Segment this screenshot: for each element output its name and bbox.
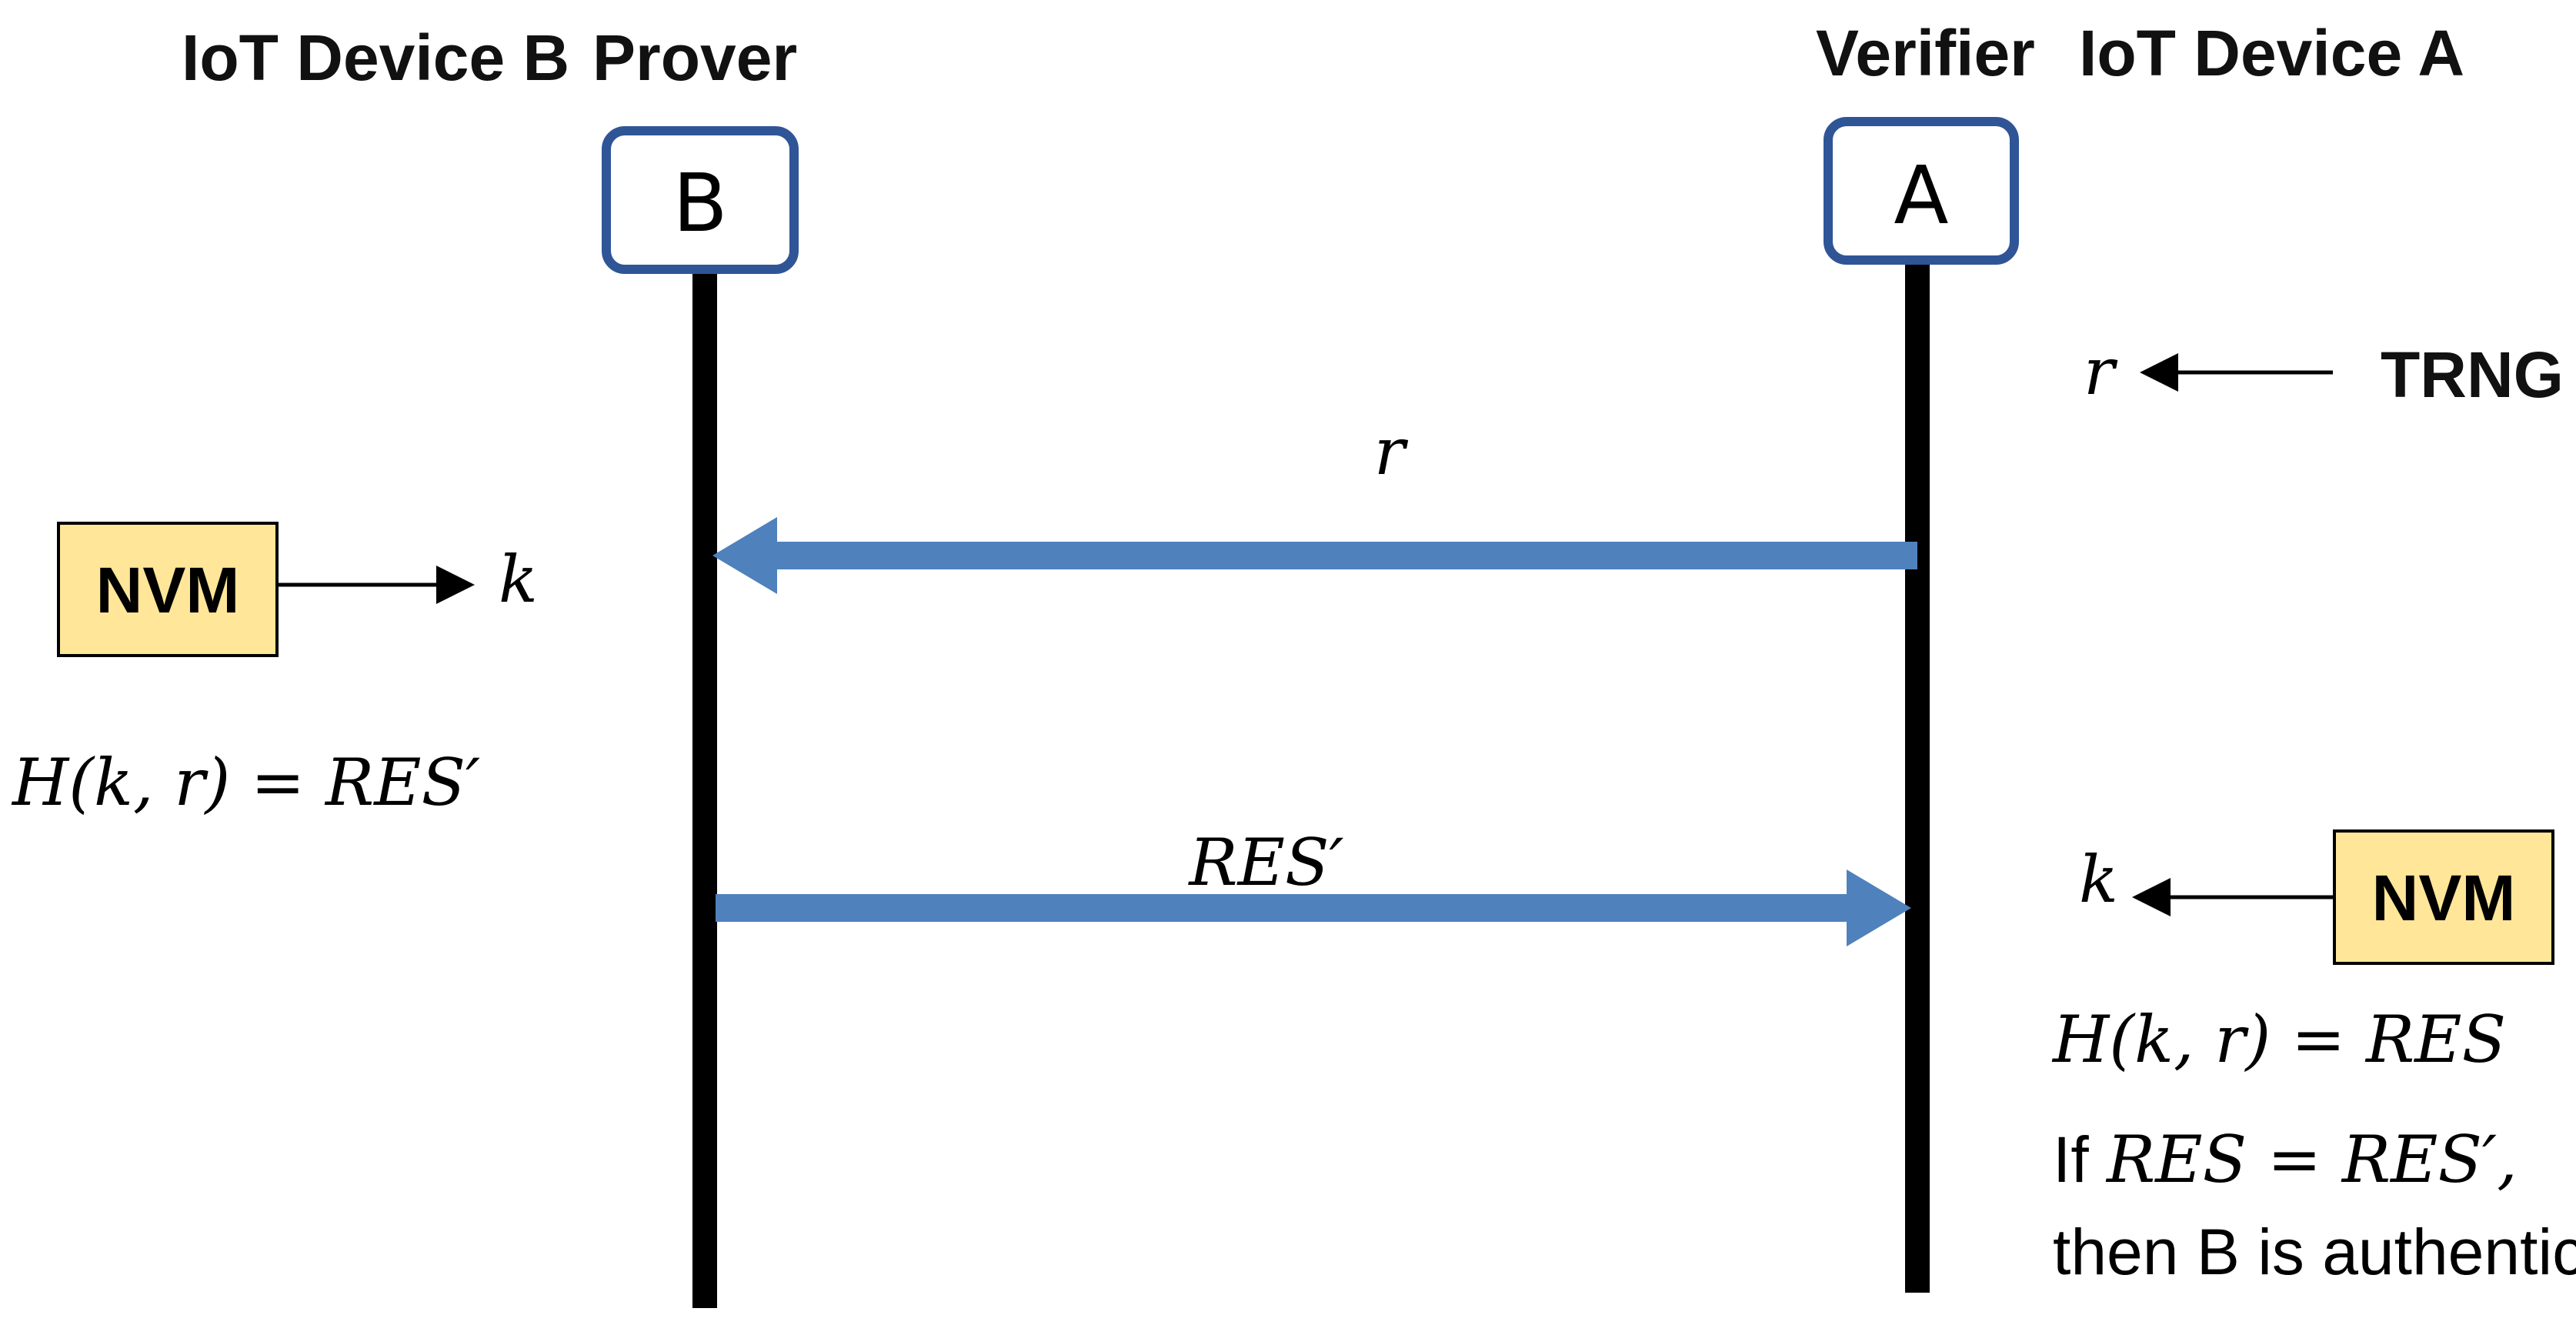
response-label: RES′ [1187, 825, 1343, 900]
challenge-arrow-head [712, 517, 777, 594]
right-nvm-box [2333, 829, 2554, 965]
node-a-label: A [1894, 149, 1948, 242]
device-b-header: IoT Device B [182, 22, 569, 94]
left-nvm-label: NVM [96, 554, 240, 626]
verifier-check-condition: RES = RES′, [2105, 1122, 2518, 1197]
device-a-header: IoT Device A [2079, 17, 2464, 89]
challenge-message: r [712, 414, 1917, 594]
verifier-check-prefix: If [2053, 1123, 2107, 1196]
right-key-label: k [2079, 842, 2118, 917]
response-arrow-shaft [716, 894, 1854, 922]
challenge-arrow-shaft [769, 542, 1917, 569]
trng-group: r TRNG [2084, 334, 2564, 411]
verifier-hash-equation: H(k, r) = RES [2051, 1002, 2506, 1077]
node-b-label: B [672, 156, 727, 250]
verifier-lifeline [1905, 254, 1930, 1293]
verifier-header: Verifier [1816, 17, 2035, 89]
response-message: RES′ [716, 825, 1911, 946]
right-nvm-label: NVM [2372, 862, 2516, 934]
challenge-label: r [1374, 414, 1409, 489]
prover-lifeline [692, 269, 717, 1308]
prover-header: Prover [592, 22, 797, 94]
verifier-conclusion: then B is authentic [2053, 1216, 2576, 1288]
right-nonce-label: r [2084, 334, 2118, 409]
node-a-box [1824, 117, 2019, 265]
trng-label: TRNG [2381, 339, 2564, 411]
node-a: A [1824, 117, 2019, 265]
left-nvm-group: NVM k [57, 522, 538, 657]
prover-hash-equation: H(k, r) = RES′ [11, 745, 480, 820]
left-nvm-box [57, 522, 279, 657]
right-nvm-group: k NVM [2079, 829, 2554, 965]
verifier-check: If RES = RES′, [2053, 1122, 2518, 1197]
node-b: B [602, 126, 799, 274]
left-key-label: k [499, 542, 538, 617]
node-b-box [602, 126, 799, 274]
response-arrow-head [1847, 869, 1911, 946]
